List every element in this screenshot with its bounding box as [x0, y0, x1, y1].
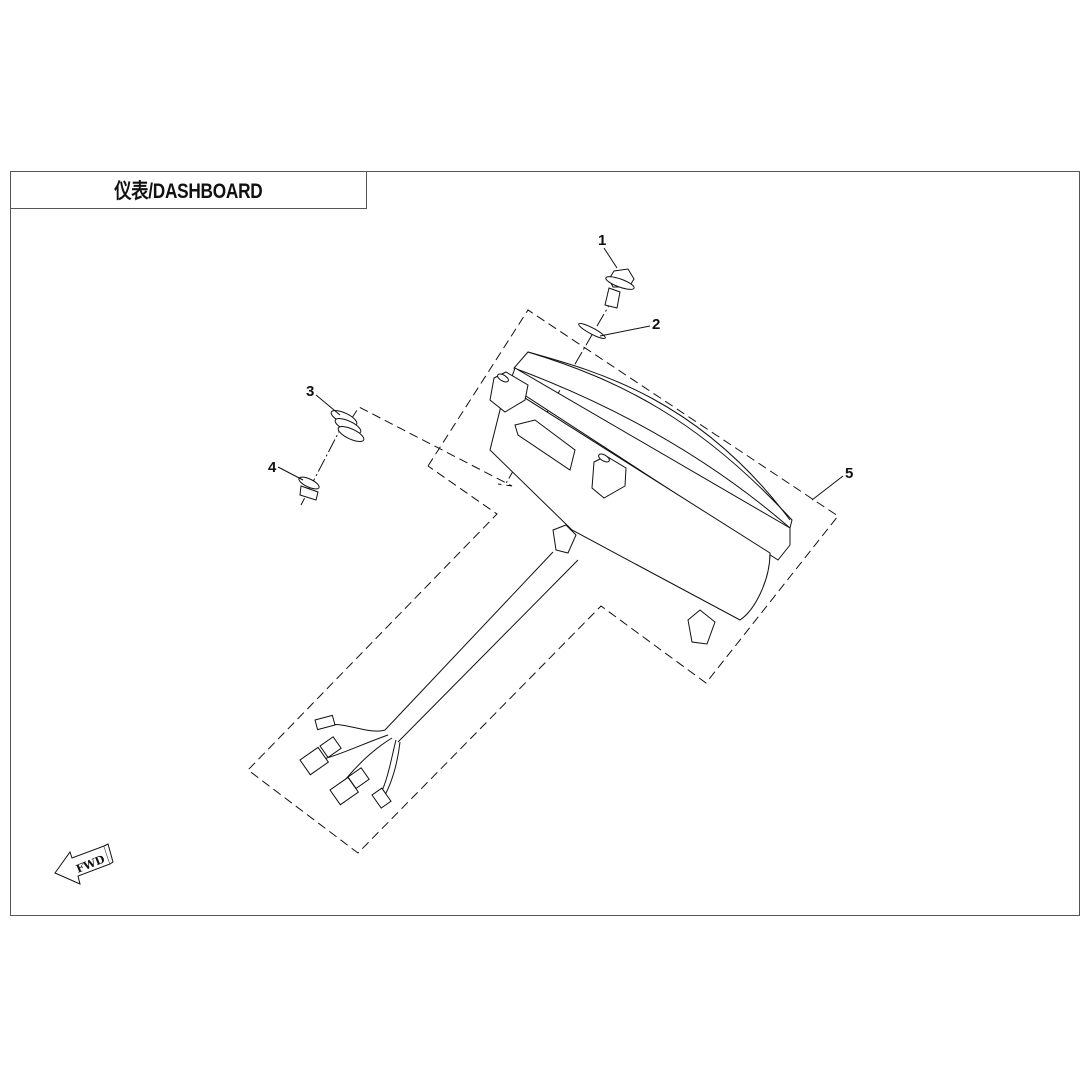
grommet-part	[330, 410, 365, 442]
callout-4: 4	[268, 459, 277, 476]
collar-part	[298, 476, 320, 501]
drawing-frame	[10, 171, 1080, 916]
fwd-arrow-icon	[54, 843, 114, 885]
leader-1	[603, 247, 618, 269]
callout-3: 3	[306, 383, 314, 400]
callout-1: 1	[598, 232, 606, 249]
assembly-boundary-dashed	[247, 309, 839, 854]
grommet-reference-dashed	[351, 406, 513, 487]
title-box: 仪表/DASHBOARD	[10, 171, 367, 209]
leader-3	[315, 394, 341, 416]
drawing-title: 仪表/DASHBOARD	[113, 179, 263, 203]
leader-5	[811, 475, 844, 501]
leader-2	[599, 325, 651, 337]
dashboard-body	[489, 351, 793, 645]
wire-harness	[299, 551, 579, 809]
bolt-part	[604, 268, 635, 309]
leader-4	[277, 466, 304, 481]
washer-part	[578, 322, 606, 340]
callout-2: 2	[652, 316, 660, 333]
callout-5: 5	[845, 465, 853, 482]
